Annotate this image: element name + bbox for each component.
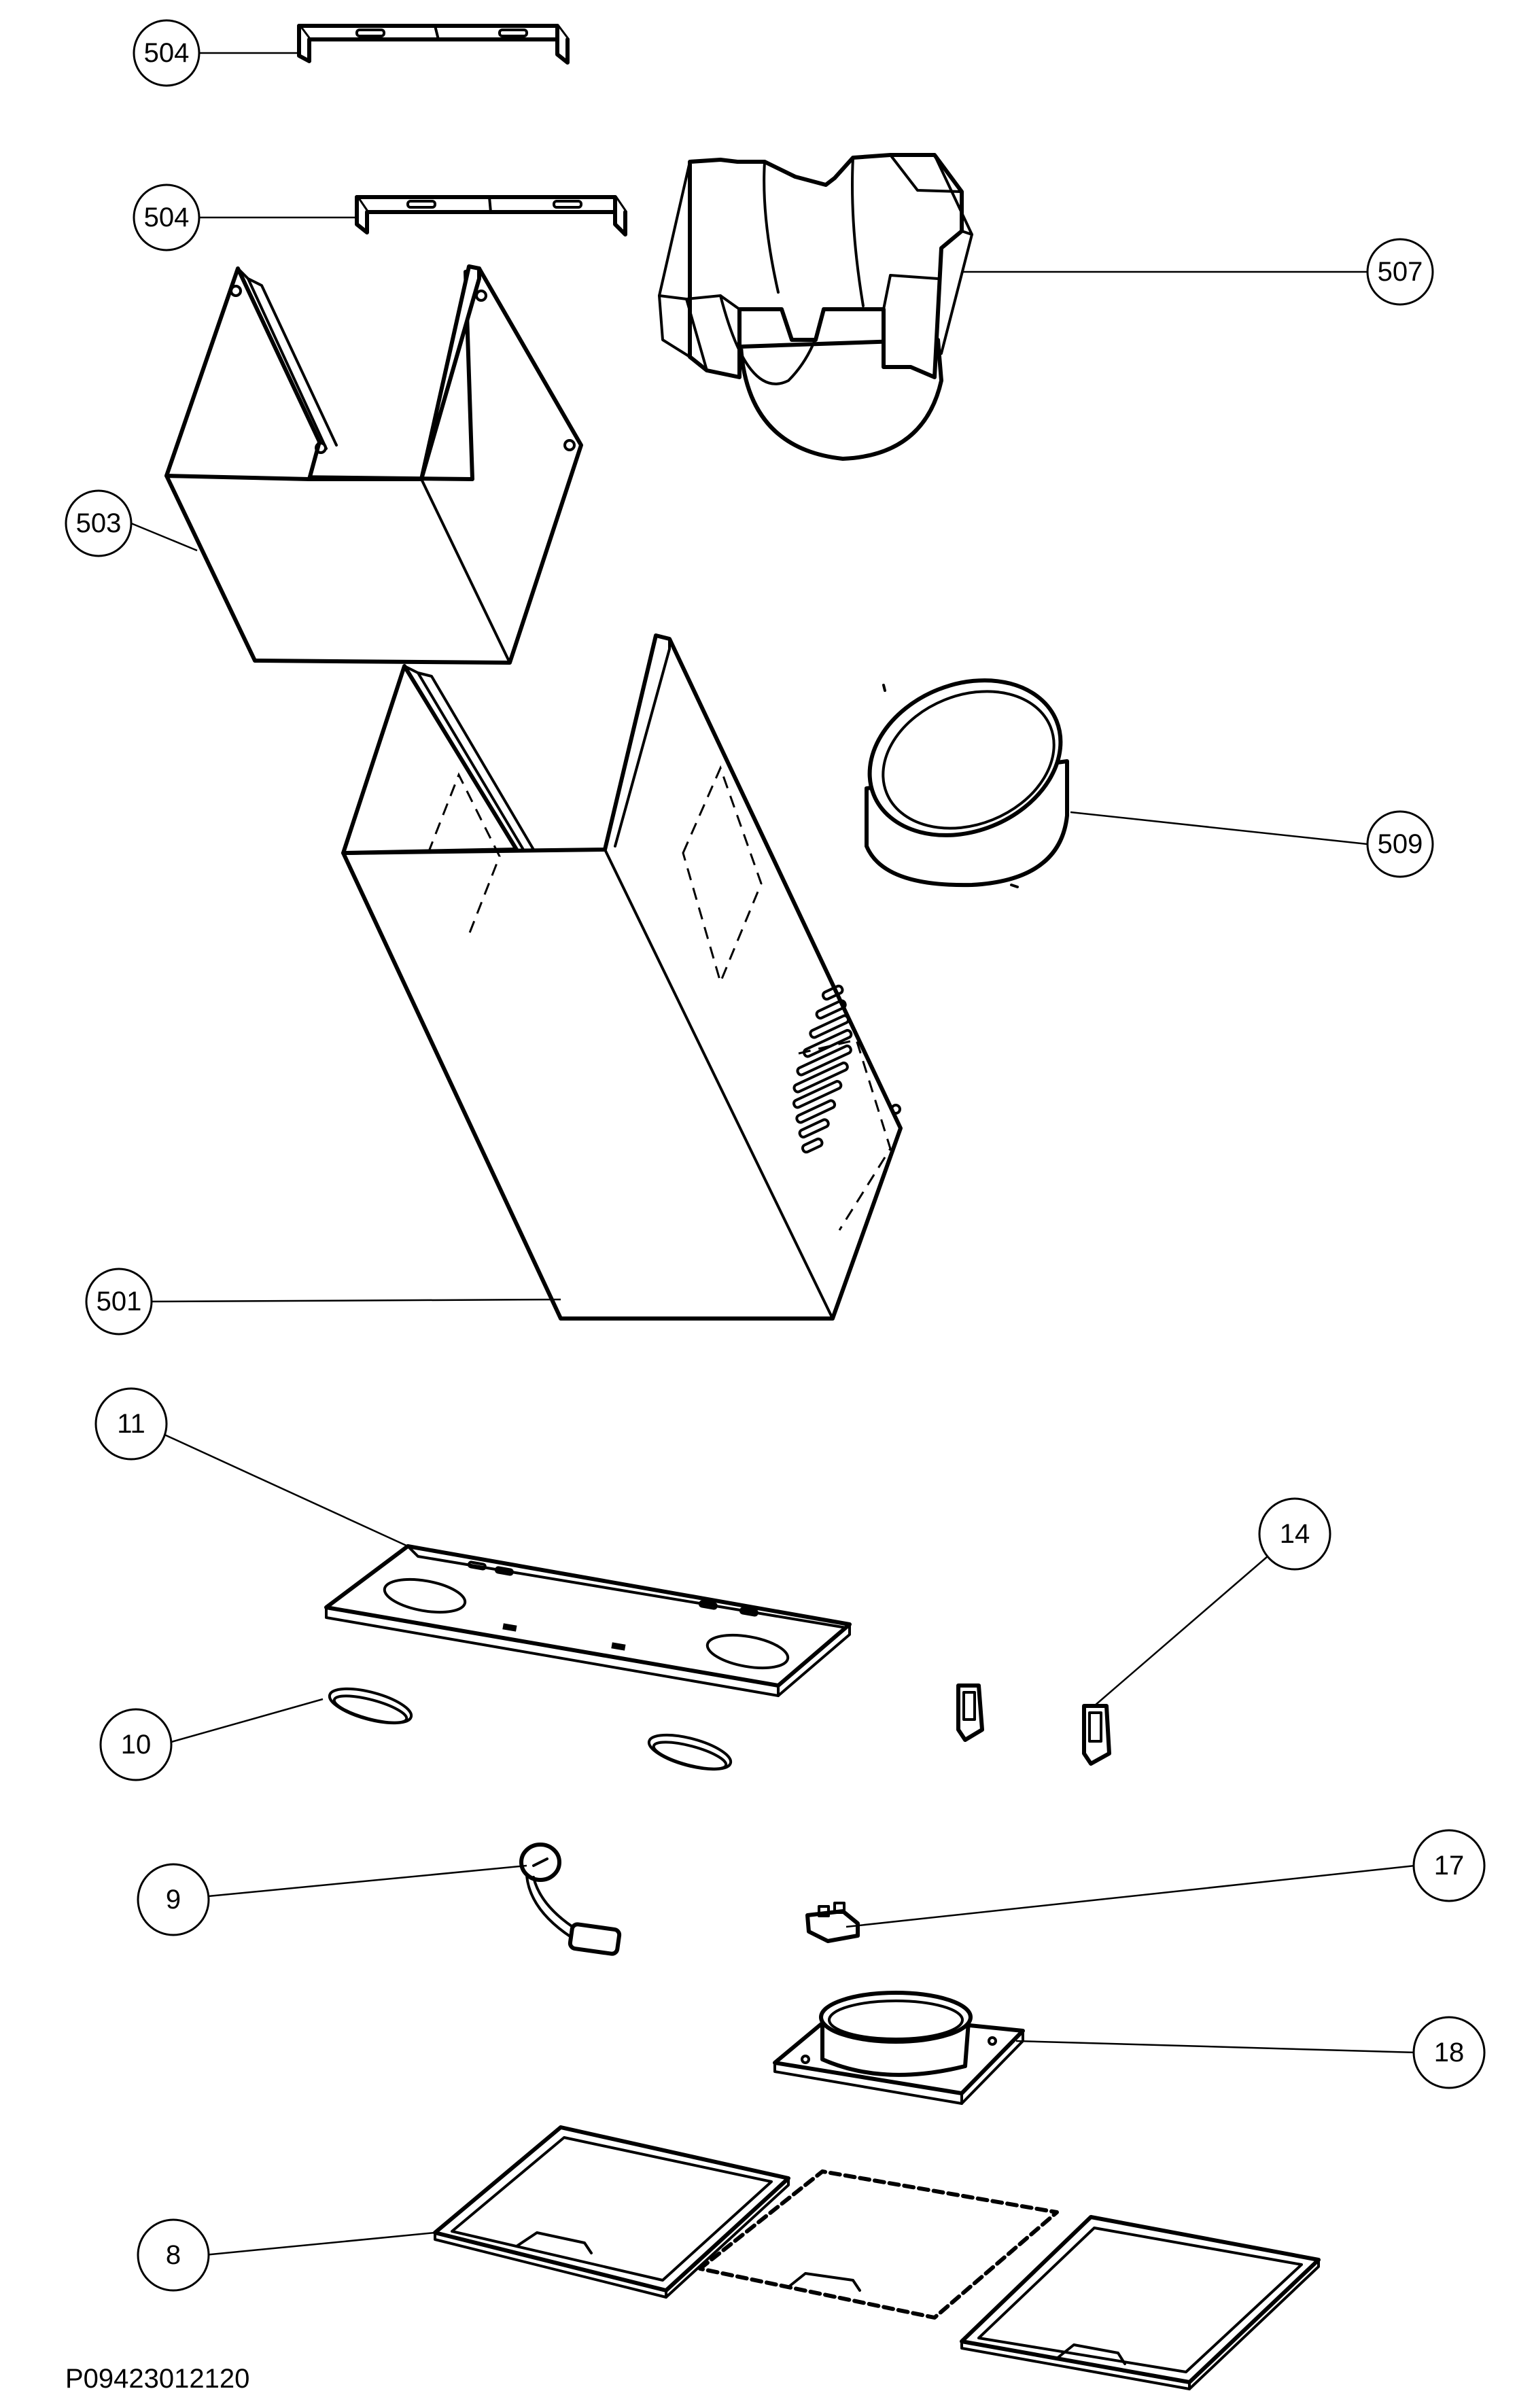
part-17-switch bbox=[805, 1902, 860, 1943]
callout-17: 17 bbox=[1412, 1829, 1486, 1902]
svg-text:18: 18 bbox=[1434, 2038, 1465, 2067]
svg-text:504: 504 bbox=[144, 38, 190, 68]
callout-504-top: 504 bbox=[133, 19, 201, 87]
svg-text:17: 17 bbox=[1434, 1851, 1465, 1881]
part-504-bracket-second bbox=[355, 195, 627, 237]
filter-left bbox=[433, 2125, 790, 2299]
svg-text:10: 10 bbox=[121, 1730, 152, 1760]
part-11-base-plate bbox=[324, 1544, 852, 1697]
svg-text:503: 503 bbox=[76, 508, 122, 538]
svg-text:9: 9 bbox=[166, 1885, 181, 1915]
vent-slots bbox=[792, 984, 853, 1154]
part-10-gaskets bbox=[328, 1687, 733, 1771]
filter-middle bbox=[698, 2169, 1059, 2320]
callout-14: 14 bbox=[1258, 1497, 1331, 1571]
part-18-outlet-plate bbox=[773, 1991, 1025, 2105]
svg-text:8: 8 bbox=[166, 2240, 181, 2270]
svg-text:507: 507 bbox=[1378, 257, 1423, 287]
part-501-lower-chimney bbox=[341, 633, 903, 1321]
callout-504-second: 504 bbox=[133, 184, 201, 251]
leader-lines bbox=[130, 52, 1418, 2256]
part-507-duct-adaptor bbox=[658, 153, 973, 461]
callout-9: 9 bbox=[137, 1863, 210, 1936]
svg-text:501: 501 bbox=[97, 1287, 142, 1316]
part-8-grease-filters bbox=[433, 2125, 1321, 2390]
callout-501: 501 bbox=[85, 1268, 153, 1336]
svg-text:504: 504 bbox=[144, 203, 190, 232]
callout-8: 8 bbox=[137, 2218, 210, 2292]
callout-507: 507 bbox=[1366, 238, 1434, 306]
callout-503: 503 bbox=[65, 489, 133, 557]
part-14-clips bbox=[956, 1683, 1111, 1766]
callout-18: 18 bbox=[1412, 2016, 1486, 2089]
callout-10: 10 bbox=[99, 1708, 173, 1781]
part-503-upper-chimney bbox=[164, 264, 583, 665]
part-9-lamp bbox=[519, 1843, 622, 1956]
callout-509: 509 bbox=[1366, 810, 1434, 878]
part-504-bracket-top bbox=[297, 24, 570, 65]
filter-right bbox=[960, 2215, 1321, 2390]
svg-text:14: 14 bbox=[1280, 1519, 1310, 1549]
callout-11: 11 bbox=[94, 1387, 168, 1461]
part-509-round-collar bbox=[865, 678, 1069, 888]
document-id: P09423012120 bbox=[65, 2364, 250, 2394]
svg-text:509: 509 bbox=[1378, 829, 1423, 859]
svg-text:11: 11 bbox=[117, 1409, 145, 1439]
